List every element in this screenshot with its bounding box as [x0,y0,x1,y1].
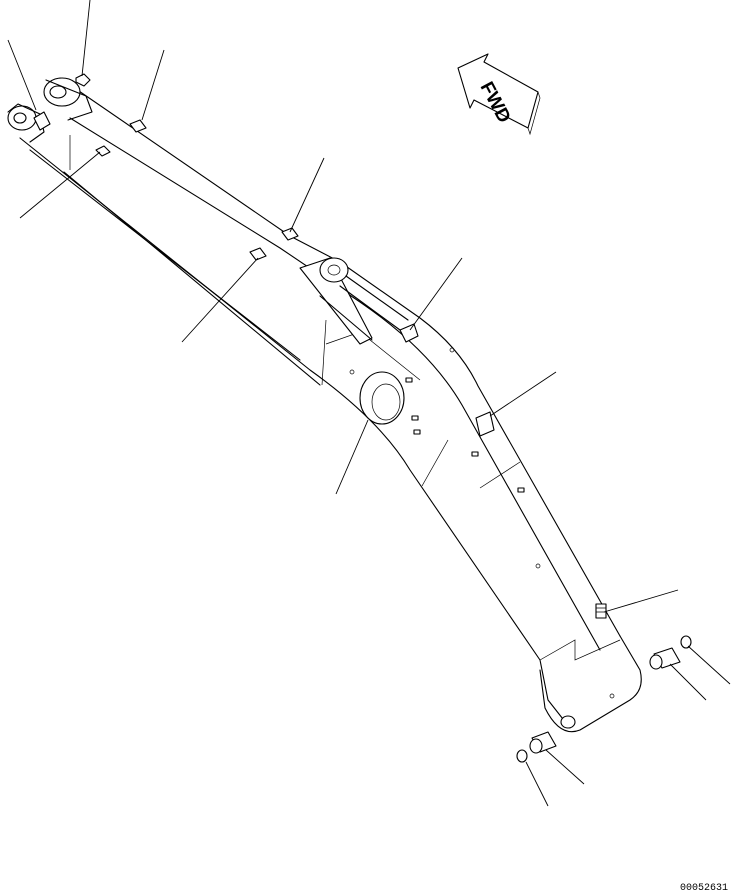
hose-clamp-bracket-5 [249,247,267,261]
hose-clamp-bracket-2 [129,119,147,133]
fwd-direction-arrow: FWD [457,53,541,136]
hose-clamp-bracket-3 [95,145,111,157]
bushing-right [649,647,681,670]
grease-fitting-front [595,603,607,619]
hose-clamp-bracket-1 [75,73,91,87]
o-ring-lower [516,749,528,763]
drawing-number: 00052631 [680,883,728,894]
inspection-cover [359,371,405,425]
hose-clamp-bracket-6 [399,323,419,343]
boom-assembly [7,77,642,733]
hose-clamp-bracket-8 [33,111,51,131]
bushing-lower [529,731,557,754]
arm-cylinder-bracket [299,257,409,345]
o-ring-right [680,635,692,649]
hose-clamp-bracket-4 [281,227,299,241]
leader-lines [7,0,731,807]
hose-clamp-bracket-7 [475,411,495,437]
